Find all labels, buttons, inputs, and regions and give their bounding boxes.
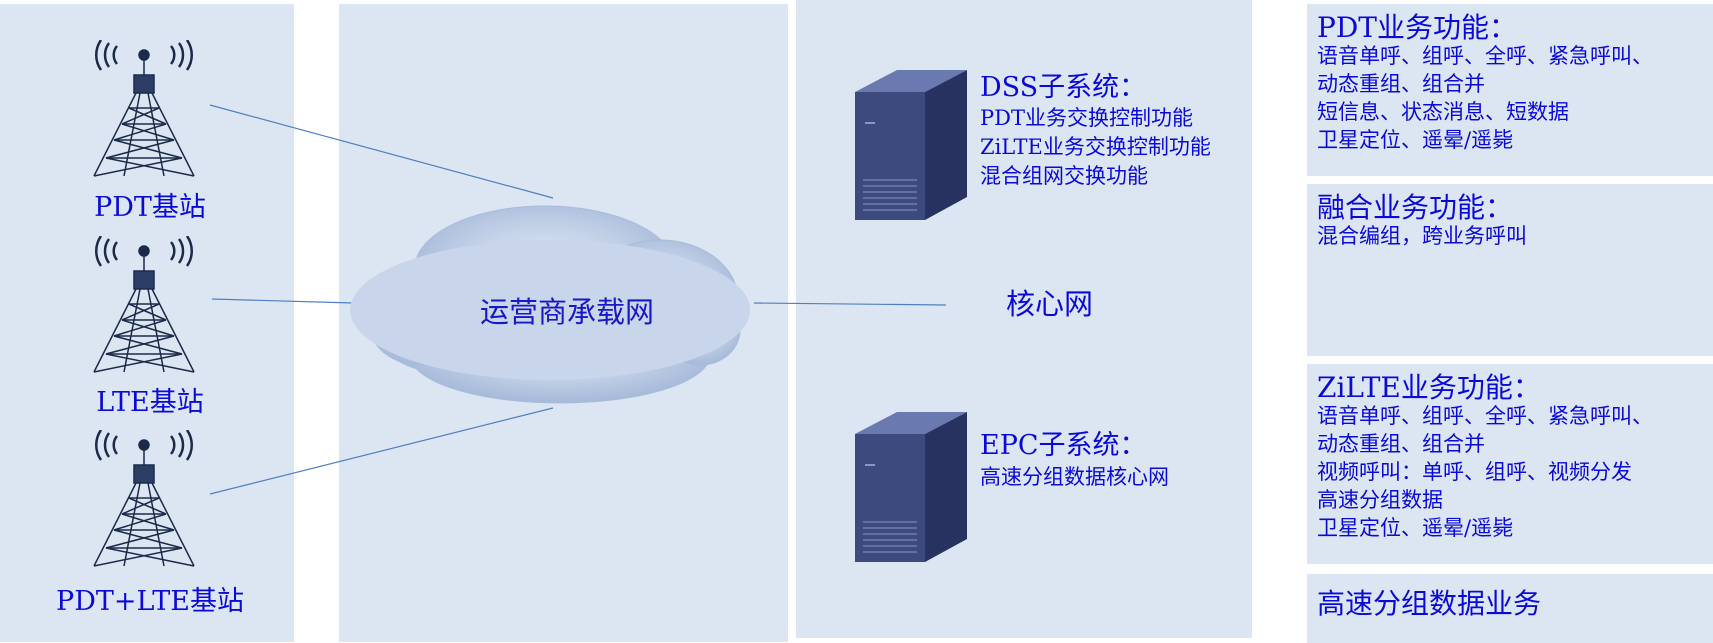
core-network-label: 核心网 [1006, 287, 1094, 321]
base-station-panel [0, 4, 294, 642]
dss-title: DSS子系统： [980, 72, 1147, 103]
fusion-function-line: 混合编组，跨业务呼叫 [1317, 224, 1527, 248]
pdt-function-line: 卫星定位、遥晕/遥毙 [1317, 128, 1514, 152]
pdt-station-label: PDT基站 [94, 192, 206, 223]
zilte-function-box: ZiLTE业务功能： 语音单呼、组呼、全呼、紧急呼叫、 动态重组、组合并 视频呼… [1307, 364, 1713, 564]
lte-station-label: LTE基站 [96, 387, 204, 418]
link-pdt-lte-station [209, 407, 554, 495]
fusion-function-box: 融合业务功能： 混合编组，跨业务呼叫 [1307, 184, 1713, 356]
cloud-fill-center [350, 240, 750, 380]
pdt-function-line: 动态重组、组合并 [1317, 72, 1485, 96]
link-core-network [753, 302, 947, 306]
packet-data-box: 高速分组数据业务 [1307, 574, 1713, 643]
pdt-function-line: 语音单呼、组呼、全呼、紧急呼叫、 [1317, 44, 1653, 68]
packet-data-title: 高速分组数据业务 [1317, 587, 1542, 620]
pdt-function-line: 短信息、状态消息、短数据 [1317, 100, 1569, 124]
fusion-function-title: 融合业务功能： [1317, 191, 1514, 224]
lte-station-tower-icon [93, 236, 195, 373]
zilte-function-line: 卫星定位、遥晕/遥毙 [1317, 516, 1514, 540]
dss-line: PDT业务交换控制功能 [980, 106, 1193, 130]
dss-server-icon [855, 70, 967, 220]
zilte-function-line: 高速分组数据 [1317, 488, 1443, 512]
pdt-lte-station-label: PDT+LTE基站 [56, 586, 244, 617]
carrier-network-label: 运营商承载网 [480, 295, 655, 329]
epc-title: EPC子系统： [980, 430, 1147, 461]
link-pdt-station [209, 104, 554, 199]
pdt-function-box: PDT业务功能： 语音单呼、组呼、全呼、紧急呼叫、 动态重组、组合并 短信息、状… [1307, 4, 1713, 176]
zilte-function-title: ZiLTE业务功能： [1317, 371, 1541, 404]
pdt-lte-station-tower-icon [93, 430, 195, 567]
pdt-station-tower-icon [93, 40, 195, 177]
zilte-function-line: 语音单呼、组呼、全呼、紧急呼叫、 [1317, 404, 1653, 428]
zilte-function-line: 动态重组、组合并 [1317, 432, 1485, 456]
dss-line: ZiLTE业务交换控制功能 [980, 135, 1211, 159]
dss-line: 混合组网交换功能 [980, 164, 1148, 188]
epc-line: 高速分组数据核心网 [980, 465, 1169, 489]
epc-server-icon [855, 412, 967, 562]
zilte-function-line: 视频呼叫：单呼、组呼、视频分发 [1317, 460, 1632, 484]
link-lte-station [211, 298, 354, 304]
pdt-function-title: PDT业务功能： [1317, 11, 1517, 44]
